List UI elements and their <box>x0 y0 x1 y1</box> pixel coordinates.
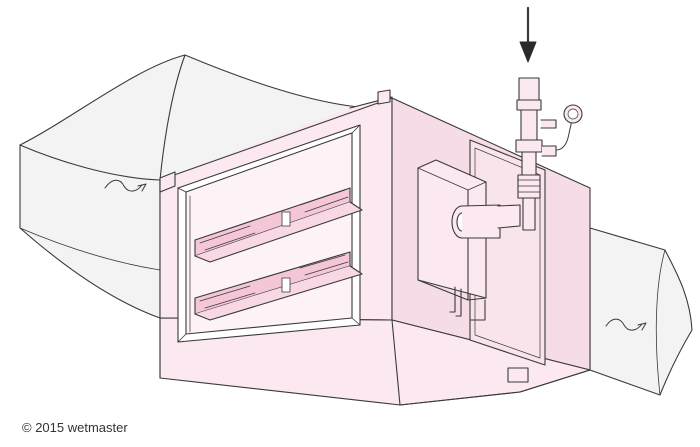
pressure-gauge-icon <box>555 104 583 151</box>
control-box <box>417 159 487 301</box>
steam-distributor-lower <box>194 251 363 321</box>
steam-nozzle <box>451 204 521 239</box>
airflow-icon <box>605 318 647 331</box>
steam-distributor-upper <box>194 187 363 263</box>
down-arrow-icon <box>519 6 537 63</box>
steam-supply-pipe <box>449 77 557 383</box>
copyright-notice: © 2015 wetmaster <box>22 420 128 435</box>
airflow-icon <box>104 179 147 192</box>
outlet-duct <box>589 227 693 396</box>
